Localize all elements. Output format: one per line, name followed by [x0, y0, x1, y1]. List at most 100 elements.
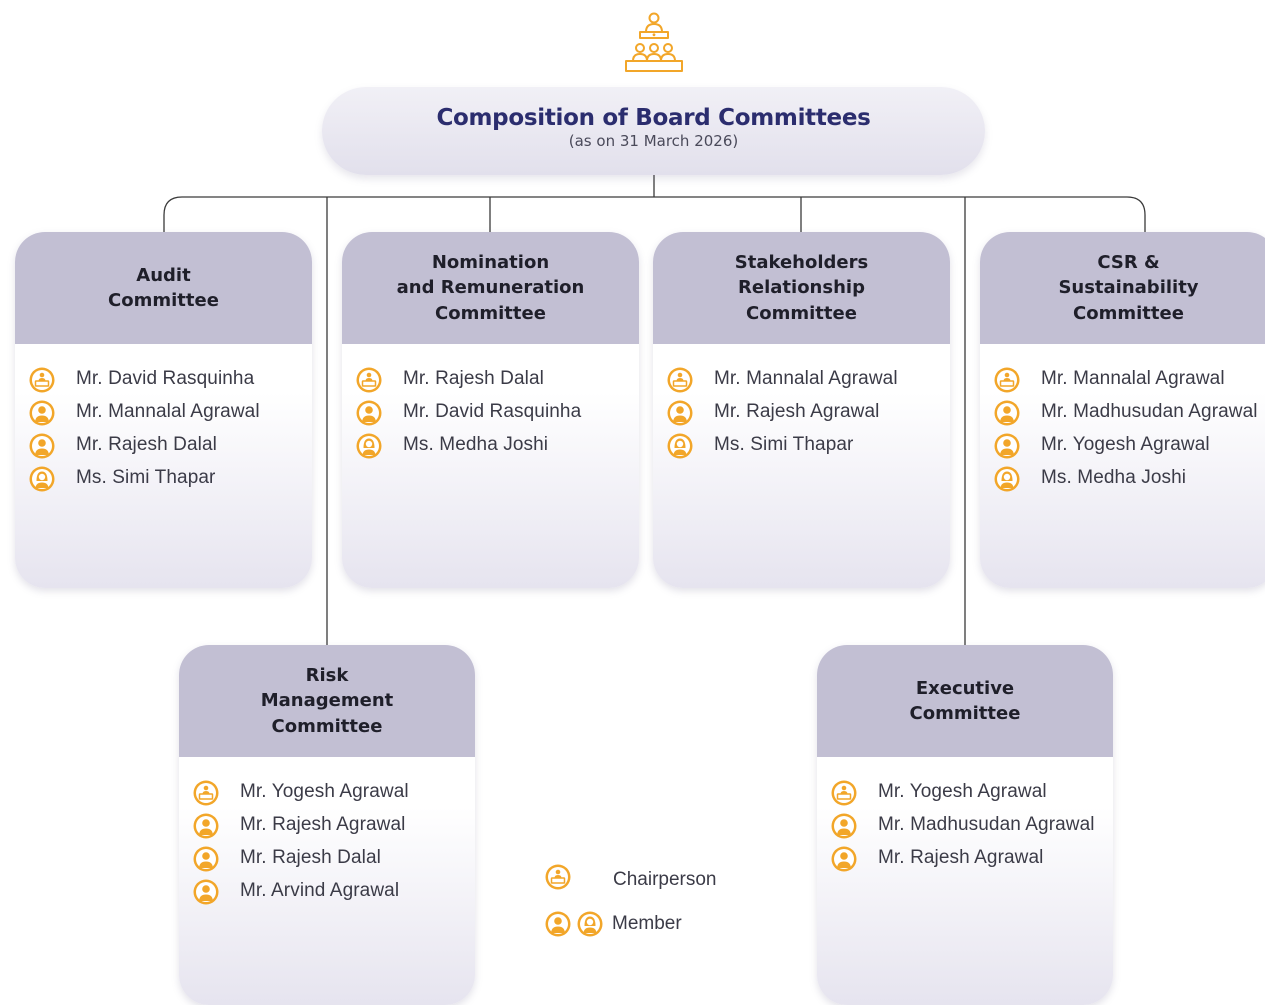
legend-chairperson: Chairperson: [544, 863, 717, 891]
member-item: Mr. Rajesh Agrawal: [666, 399, 950, 427]
committee-header: Nomination and Remuneration Committee: [342, 232, 639, 344]
member-item: Mr. Mannalal Agrawal: [28, 399, 312, 427]
member-item: Mr. Rajesh Agrawal: [830, 845, 1113, 873]
committee-title-line: Committee: [1073, 302, 1184, 324]
member-name: Mr. David Rasquinha: [403, 401, 582, 422]
member-name: Mr. Arvind Agrawal: [240, 880, 400, 901]
member-name: Mr. Rajesh Dalal: [240, 847, 381, 868]
member-name: Mr. Yogesh Agrawal: [878, 781, 1047, 802]
member-item: Ms. Medha Joshi: [993, 465, 1265, 493]
member-name: Ms. Simi Thapar: [76, 467, 216, 488]
member-name: Mr. Mannalal Agrawal: [714, 368, 898, 389]
committee-title-line: Stakeholders: [734, 251, 869, 273]
member-male-icon: [544, 910, 572, 938]
member-item: Mr. Madhusudan Agrawal: [830, 812, 1113, 840]
committee-title-line: Relationship: [738, 277, 865, 299]
member-item: Mr. Mannalal Agrawal: [666, 366, 950, 394]
member-item: Mr. Madhusudan Agrawal: [993, 399, 1265, 427]
committee-title-line: Committee: [746, 302, 857, 324]
member-name: Mr. Rajesh Dalal: [403, 368, 544, 389]
member-item: Ms. Medha Joshi: [355, 432, 639, 460]
member-male-icon: [192, 878, 220, 906]
member-male-icon: [192, 812, 220, 840]
member-item: Ms. Simi Thapar: [666, 432, 950, 460]
member-female-icon: [355, 432, 383, 460]
committee-title-line: and Remuneration: [396, 277, 585, 299]
committee-header: Audit Committee: [15, 232, 312, 344]
member-male-icon: [192, 845, 220, 873]
chairperson-icon: [28, 366, 56, 394]
committee-header: Executive Committee: [817, 645, 1113, 757]
member-female-icon: [576, 910, 604, 938]
member-female-icon: [28, 465, 56, 493]
committee-card-stakeholders-relationship: Stakeholders Relationship Committee Mr. …: [653, 232, 950, 588]
legend-chairperson-label: Chairperson: [613, 868, 717, 890]
board-meeting-icon: [625, 12, 683, 72]
member-female-icon: [666, 432, 694, 460]
member-item: Mr. David Rasquinha: [355, 399, 639, 427]
committee-title-line: Sustainability: [1058, 277, 1199, 299]
member-male-icon: [830, 812, 858, 840]
member-name: Mr. Rajesh Dalal: [76, 434, 217, 455]
member-item: Mr. Rajesh Dalal: [355, 366, 639, 394]
page-subtitle: (as on 31 March 2026): [568, 132, 739, 150]
member-item: Ms. Simi Thapar: [28, 465, 312, 493]
chairperson-icon: [993, 366, 1021, 394]
committee-card-risk-management: Risk Management Committee Mr. Yogesh Agr…: [179, 645, 475, 1005]
member-male-icon: [993, 399, 1021, 427]
member-name: Mr. Mannalal Agrawal: [1041, 368, 1225, 389]
member-name: Ms. Medha Joshi: [1041, 467, 1187, 488]
committee-header: CSR & Sustainability Committee: [980, 232, 1265, 344]
member-item: Mr. Yogesh Agrawal: [830, 779, 1113, 807]
committee-title-line: Committee: [909, 703, 1021, 724]
member-name: Mr. Yogesh Agrawal: [1041, 434, 1210, 455]
committee-title-line: CSR &: [1097, 251, 1160, 273]
committee-title-line: Risk: [305, 664, 349, 686]
member-item: Mr. Arvind Agrawal: [192, 878, 475, 906]
member-item: Mr. Mannalal Agrawal: [993, 366, 1265, 394]
member-name: Mr. Rajesh Agrawal: [240, 814, 406, 835]
member-item: Mr. Rajesh Agrawal: [192, 812, 475, 840]
committee-header: Stakeholders Relationship Committee: [653, 232, 950, 344]
committee-title-line: Committee: [435, 302, 546, 324]
member-name: Mr. David Rasquinha: [76, 368, 255, 389]
chairperson-icon: [192, 779, 220, 807]
member-item: Mr. Yogesh Agrawal: [192, 779, 475, 807]
page-title: Composition of Board Committees: [436, 105, 871, 131]
committee-card-nomination-remuneration: Nomination and Remuneration Committee Mr…: [342, 232, 639, 588]
legend-member: Member: [544, 910, 682, 938]
member-male-icon: [830, 845, 858, 873]
title-banner: Composition of Board Committees (as on 3…: [322, 87, 985, 175]
member-name: Mr. Rajesh Agrawal: [714, 401, 880, 422]
committee-title-line: Executive: [915, 677, 1015, 699]
member-male-icon: [993, 432, 1021, 460]
committee-header: Risk Management Committee: [179, 645, 475, 757]
legend-member-label: Member: [612, 913, 682, 934]
member-item: Mr. Rajesh Dalal: [192, 845, 475, 873]
committee-title-line: Management: [260, 690, 394, 712]
member-male-icon: [28, 432, 56, 460]
member-name: Mr. Rajesh Agrawal: [878, 847, 1044, 868]
member-name: Ms. Medha Joshi: [403, 434, 549, 455]
member-male-icon: [666, 399, 694, 427]
committee-title-line: Nomination: [431, 251, 550, 273]
committee-title-line: Committee: [108, 290, 219, 311]
member-name: Mr. Mannalal Agrawal: [76, 401, 260, 422]
member-item: Mr. Yogesh Agrawal: [993, 432, 1265, 460]
member-female-icon: [993, 465, 1021, 493]
committee-title-line: Committee: [271, 715, 383, 737]
member-name: Mr. Yogesh Agrawal: [240, 781, 409, 802]
chairperson-icon: [355, 366, 383, 394]
member-name: Mr. Madhusudan Agrawal: [1041, 401, 1258, 422]
committee-card-csr-sustainability: CSR & Sustainability Committee Mr. Manna…: [980, 232, 1265, 588]
committee-title-line: Audit: [136, 264, 191, 286]
